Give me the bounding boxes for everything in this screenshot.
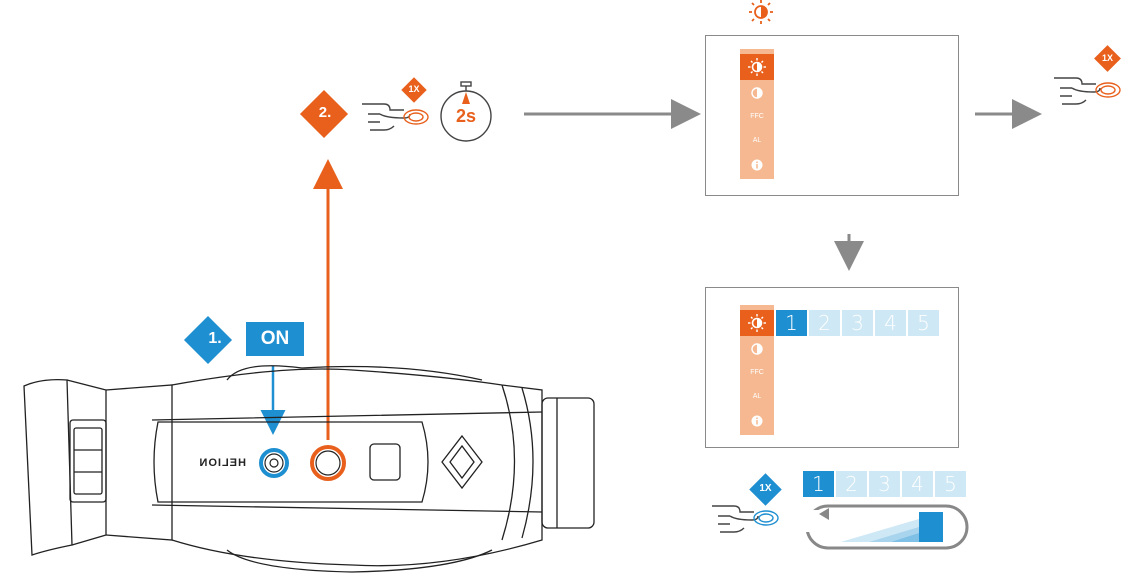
power-button xyxy=(259,448,289,478)
menu-item-al: AL xyxy=(752,393,762,400)
cycle-ramp-icon xyxy=(805,504,969,550)
level-4: 4 xyxy=(875,310,906,336)
menu-column: FFC AL xyxy=(740,49,774,179)
brightness-icon xyxy=(748,58,766,76)
brightness-icon xyxy=(748,314,766,332)
cycle-level-2: 2 xyxy=(836,471,867,497)
brightness-icon xyxy=(749,0,773,24)
menu-item-ffc: FFC xyxy=(750,369,764,376)
menu-item-ffc: FFC xyxy=(750,113,764,120)
menu-button xyxy=(310,445,346,481)
press-right-count: 1X xyxy=(1101,53,1113,63)
cycle-level-4: 4 xyxy=(902,471,933,497)
cycle-level-1: 1 xyxy=(803,471,834,497)
thermal-monocular-device xyxy=(23,365,595,573)
press-bottom-count: 1X xyxy=(759,483,772,494)
level-screen: FFC AL 1 2 3 4 5 xyxy=(705,287,959,448)
menu-item-brightness-selected xyxy=(740,54,774,80)
level-1: 1 xyxy=(776,310,807,336)
step1-number: 1. xyxy=(208,330,222,347)
eyecup xyxy=(23,378,73,556)
step1-on-label: ON xyxy=(246,322,304,356)
step2-press-count: 1X xyxy=(408,84,420,94)
hold-time-label: 2s xyxy=(455,106,477,126)
menu-item-al: AL xyxy=(752,137,762,144)
device-brand-text: HELION xyxy=(198,457,246,469)
menu-item-brightness-selected-2 xyxy=(740,310,774,336)
menu-column-2: FFC AL xyxy=(740,305,774,435)
cycle-level-3: 3 xyxy=(869,471,900,497)
finger-press-right-icon xyxy=(1054,77,1121,105)
level-2: 2 xyxy=(809,310,840,336)
level-5: 5 xyxy=(908,310,939,336)
info-icon xyxy=(751,415,763,427)
level-3: 3 xyxy=(842,310,873,336)
contrast-icon xyxy=(751,343,763,355)
finger-press-icon xyxy=(362,103,429,131)
finger-press-bottom-icon xyxy=(712,505,779,533)
step2-number: 2. xyxy=(318,104,332,121)
contrast-icon xyxy=(751,87,763,99)
info-icon xyxy=(751,159,763,171)
cycle-level-5: 5 xyxy=(935,471,966,497)
stopwatch-icon xyxy=(440,81,492,142)
menu-screen: FFC AL xyxy=(705,35,959,196)
